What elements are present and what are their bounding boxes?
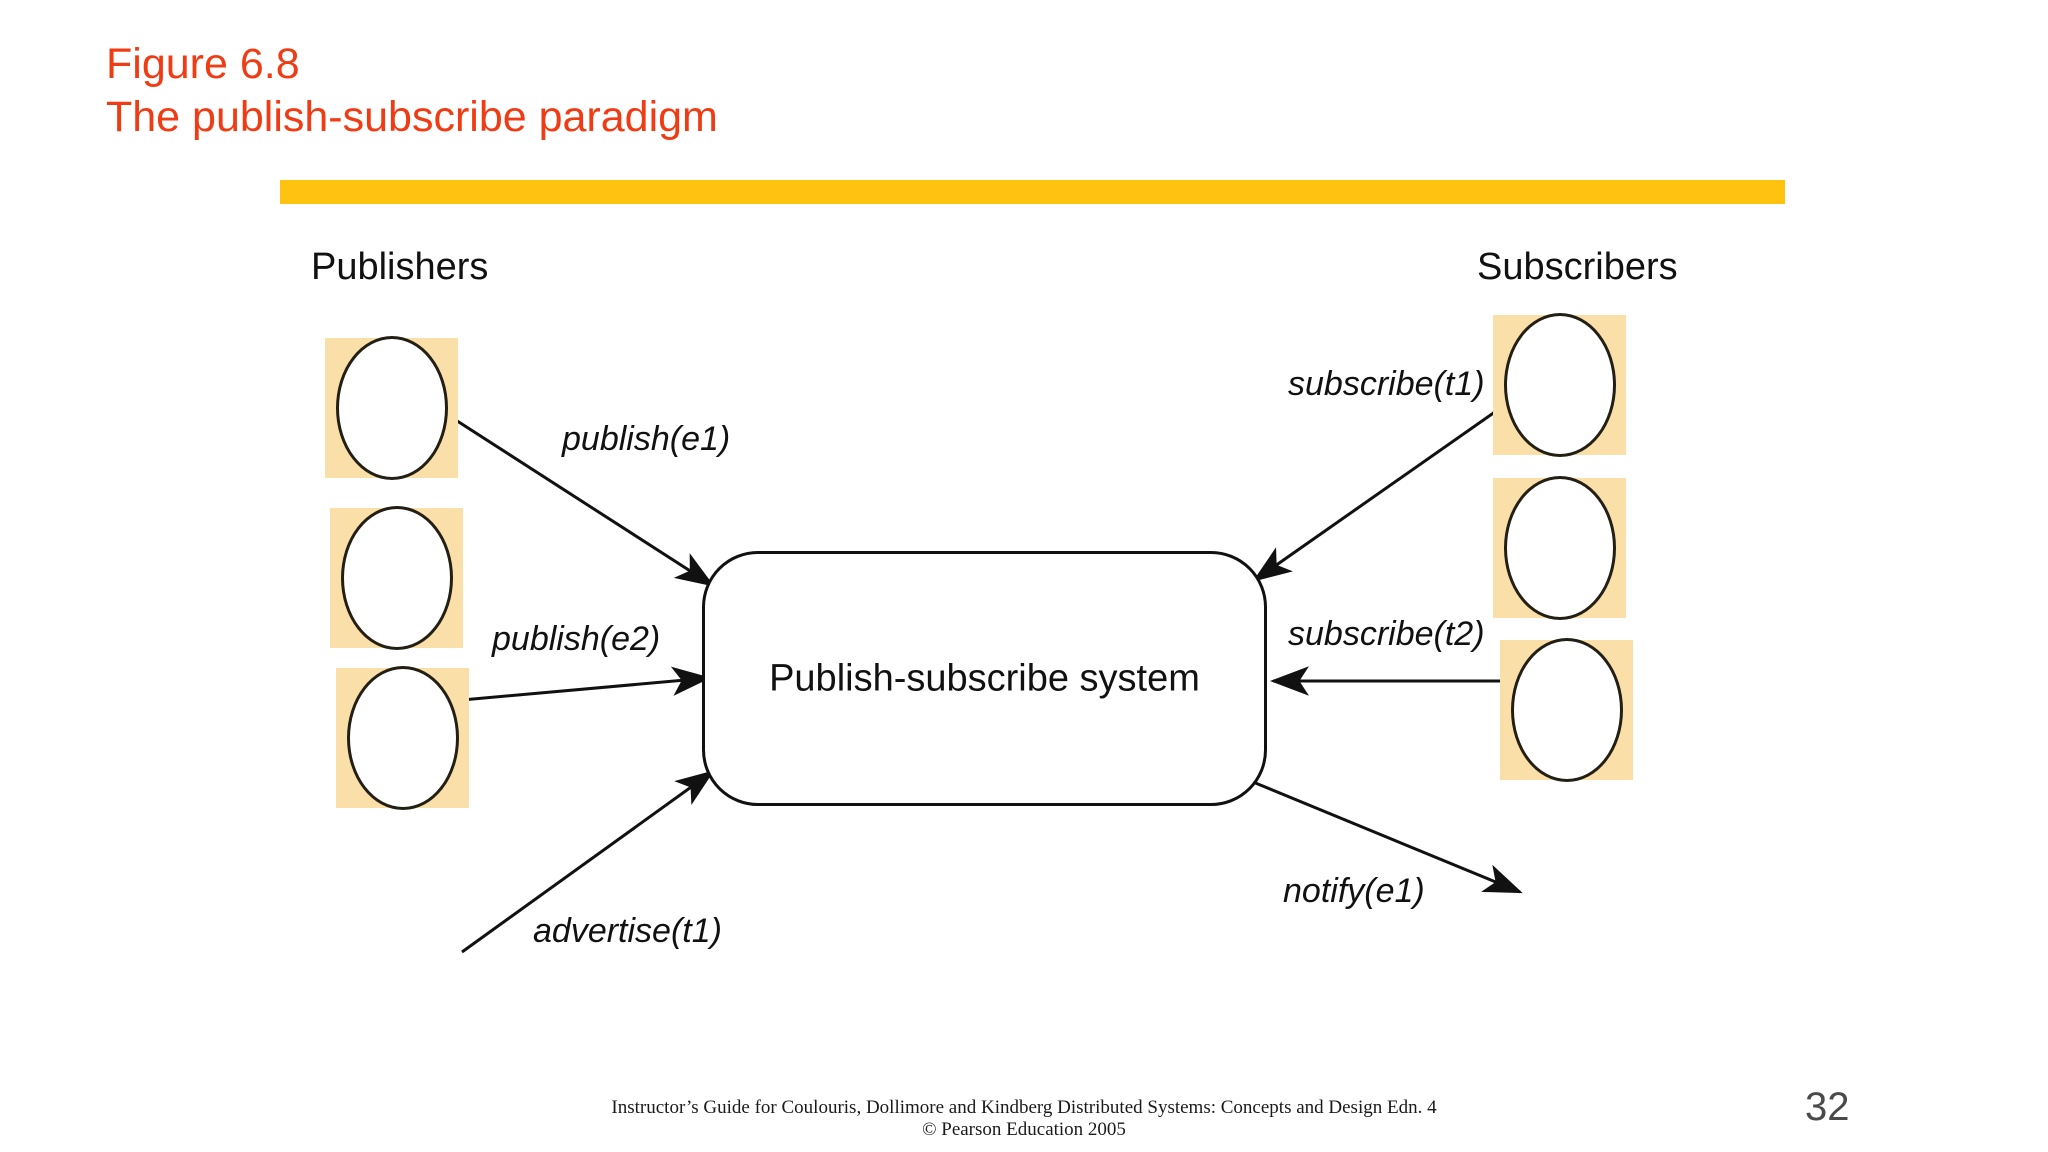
publisher-node-2[interactable]: [330, 506, 463, 650]
edge-label-notify-e1: notify(e1): [1283, 872, 1425, 910]
publisher-node-1[interactable]: [325, 336, 458, 480]
actor-oval: [346, 666, 459, 810]
actor-oval: [335, 336, 448, 480]
actor-oval: [1503, 476, 1616, 620]
edge-label-advertise-t1: advertise(t1): [533, 912, 722, 950]
page-title-line-2: The publish-subscribe paradigm: [106, 93, 718, 141]
actor-oval: [340, 506, 453, 650]
actor-oval: [1503, 313, 1616, 457]
footer-copyright-line: © Pearson Education 2005: [922, 1119, 1126, 1140]
publisher-node-3[interactable]: [336, 666, 469, 810]
edge-label-subscribe-t1: subscribe(t1): [1288, 365, 1485, 403]
page-title-line-1: Figure 6.8: [106, 40, 300, 88]
subscriber-node-2[interactable]: [1493, 476, 1626, 620]
footer-attribution-line-1: Instructor’s Guide for Coulouris, Dollim…: [611, 1097, 1437, 1118]
system-box-label: Publish-subscribe system: [769, 657, 1200, 699]
edge-publish-e2: [461, 666, 711, 702]
publishers-heading: Publishers: [311, 246, 489, 288]
accent-bar: [280, 180, 1785, 204]
subscribers-heading: Subscribers: [1477, 246, 1678, 288]
edge-label-subscribe-t2: subscribe(t2): [1288, 615, 1485, 653]
subscriber-node-3[interactable]: [1500, 638, 1633, 782]
subscriber-node-1[interactable]: [1493, 313, 1626, 457]
publish-subscribe-system-box[interactable]: Publish-subscribe system: [702, 551, 1267, 806]
edge-label-publish-e1: publish(e1): [562, 420, 731, 458]
edge-subscribe-t1: [1252, 398, 1513, 582]
edge-label-publish-e2: publish(e2): [492, 620, 661, 658]
page-number: 32: [1805, 1085, 1850, 1129]
actor-oval: [1510, 638, 1623, 782]
page-title: Figure 6.8 The publish-subscribe paradig…: [106, 38, 718, 144]
